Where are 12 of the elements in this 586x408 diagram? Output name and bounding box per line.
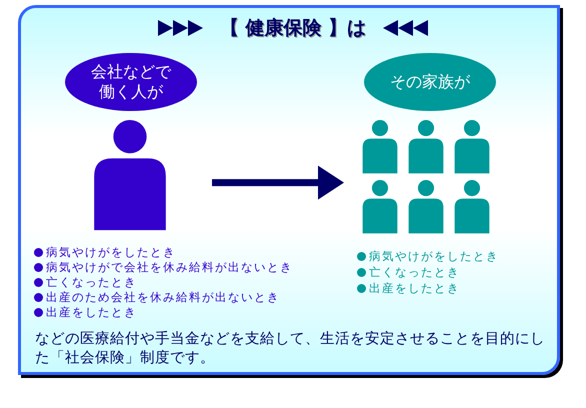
list-item: 出産をしたとき [46,305,137,319]
title: 【 健康保険 】は [220,16,366,41]
list-item: 病気やけがをしたとき [369,249,499,263]
list-item: 亡くなったとき [369,265,460,279]
caption: などの医療給付や手当金などを支給して、生活を安定させることを目的にした「社会保険」制度です。 [35,330,546,368]
list-item: 亡くなったとき [46,275,137,289]
list-item: 出産のため会社を休み給料が出ないとき [46,290,280,304]
family-icon [360,120,492,236]
arrow [212,166,344,200]
list-item: 病気やけがで会社を休み給料が出ないとき [46,260,293,274]
list-item: 出産をしたとき [369,281,460,295]
list-item: 病気やけがをしたとき [46,245,176,259]
